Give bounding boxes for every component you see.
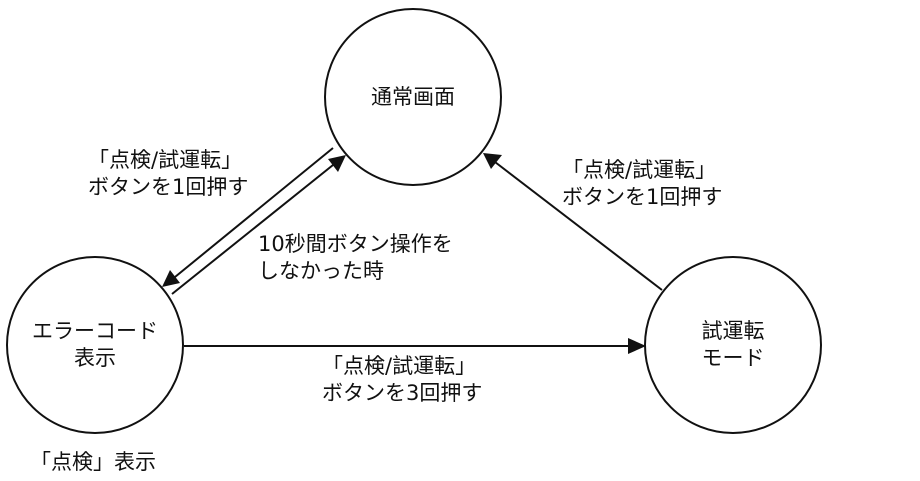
arrow-error-to-normal <box>171 164 334 295</box>
state-trial-label: 試運転 モード <box>701 319 765 370</box>
arrow-trial-to-normal <box>494 161 663 291</box>
arrowhead-normal-to-error <box>162 270 180 287</box>
transition-trial-to-normal-label: 「点検/試運転」 ボタンを1回押す <box>562 158 723 209</box>
arrowhead-error-to-trial <box>628 338 646 354</box>
arrowhead-error-to-normal <box>328 155 346 172</box>
transition-normal-to-error-label: 「点検/試運転」 ボタンを1回押す <box>88 148 249 199</box>
state-normal-circle <box>324 8 502 186</box>
state-trial-circle <box>644 256 822 434</box>
inspection-display-note: 「点検」表示 <box>30 450 156 474</box>
arrowhead-trial-to-normal <box>483 153 502 169</box>
state-normal-label: 通常画面 <box>371 85 455 109</box>
state-error-label: エラーコード 表示 <box>32 319 158 370</box>
transition-error-to-normal-label: 10秒間ボタン操作を しなかった時 <box>258 232 453 283</box>
arrow-normal-to-error <box>174 147 334 278</box>
transition-error-to-trial-label: 「点検/試運転」 ボタンを3回押す <box>322 354 483 405</box>
state-error-circle <box>6 256 184 434</box>
